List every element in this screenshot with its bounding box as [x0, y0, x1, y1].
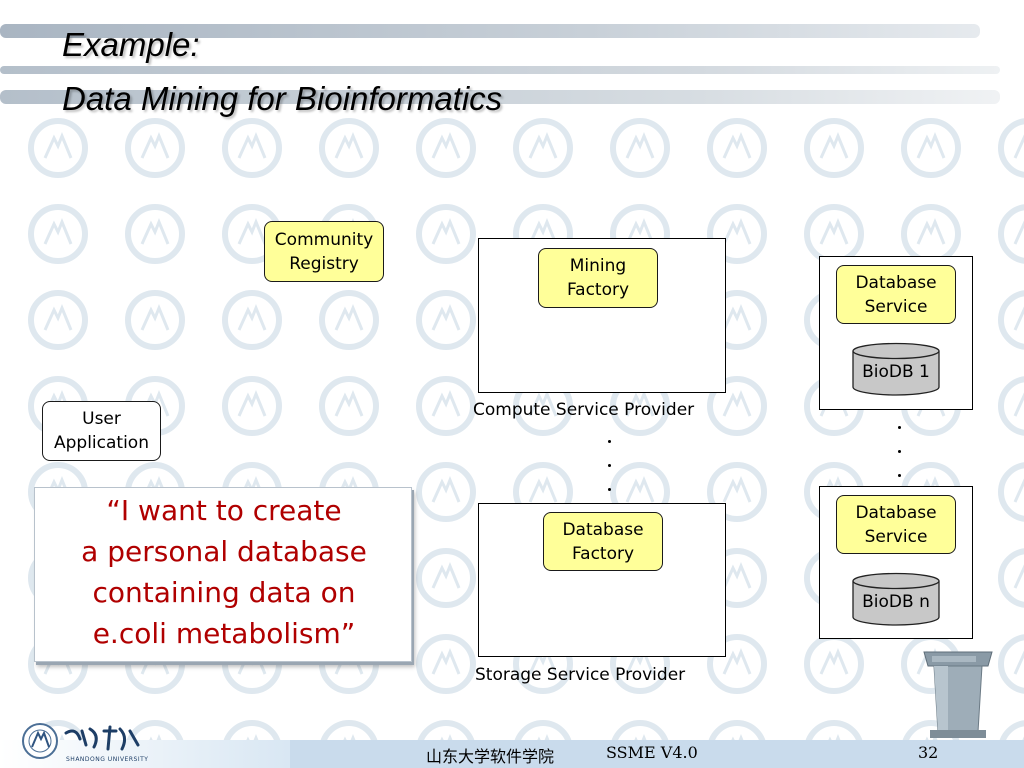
mining-factory-line-2: Factory: [566, 280, 630, 300]
quote-line-2: a personal database: [81, 535, 367, 568]
ellipsis-dot: [898, 450, 901, 453]
slide-title-line-2: Data Mining for Bioinformatics: [62, 80, 503, 117]
podium-icon: [923, 651, 993, 738]
quote-line-1: “I want to create: [106, 494, 342, 527]
mining-factory-box: Mining Factory: [538, 248, 658, 308]
ellipsis-dot: [608, 440, 611, 443]
community-registry-line-2: Registry: [289, 253, 359, 274]
database-service-bottom-line-1: Database: [855, 502, 937, 523]
compute-provider-caption: Compute Service Provider: [473, 400, 695, 420]
database-cylinder-icon: [852, 342, 940, 396]
user-application-box: User Application: [42, 401, 161, 461]
biodb-n-label: BioDB n: [862, 592, 930, 612]
title-band-lower: [0, 90, 1000, 104]
database-factory-line-2: Factory: [571, 543, 635, 564]
database-service-box-bottom: Database Service: [836, 495, 956, 554]
ellipsis-dot: [898, 426, 901, 429]
shandong-university-logo: [22, 723, 140, 759]
community-registry-line-1: Community: [274, 229, 374, 250]
quote-callout: “I want to create a personal database co…: [34, 487, 412, 662]
database-service-box-top: Database Service: [836, 265, 956, 324]
mining-factory-line-1: Mining: [569, 256, 627, 276]
ellipsis-dot: [898, 474, 901, 477]
footer-institution: 山东大学软件学院: [426, 747, 555, 766]
title-band-middle: [0, 66, 1000, 74]
database-factory-line-1: Database: [562, 519, 644, 540]
biodb-1-label: BioDB 1: [862, 362, 930, 382]
footer-course: SSME V4.0: [606, 743, 698, 762]
storage-provider-caption: Storage Service Provider: [475, 665, 686, 685]
database-service-bottom-line-2: Service: [864, 526, 928, 547]
footer-strip: [0, 740, 1024, 768]
biodb-1-cylinder: BioDB 1: [851, 342, 941, 396]
database-service-top-line-1: Database: [855, 272, 937, 293]
footer-page-number: 32: [918, 743, 939, 762]
user-application-line-2: Application: [54, 433, 149, 453]
quote-line-3: containing data on: [92, 576, 356, 609]
slide-title-line-1: Example:: [62, 26, 200, 63]
database-factory-box: Database Factory: [543, 512, 663, 571]
university-name-english: SHANDONG UNIVERSITY: [66, 756, 149, 763]
community-registry-box: Community Registry: [264, 221, 384, 282]
compute-provider-frame: [478, 238, 726, 393]
database-service-top-line-2: Service: [864, 296, 928, 317]
ellipsis-dot: [608, 464, 611, 467]
title-band-top: [0, 24, 980, 38]
ellipsis-dot: [608, 488, 611, 491]
biodb-n-cylinder: BioDB n: [851, 572, 941, 626]
quote-line-4: e.coli metabolism”: [92, 617, 356, 650]
database-cylinder-icon: [852, 572, 940, 626]
user-application-line-1: User: [82, 409, 121, 429]
